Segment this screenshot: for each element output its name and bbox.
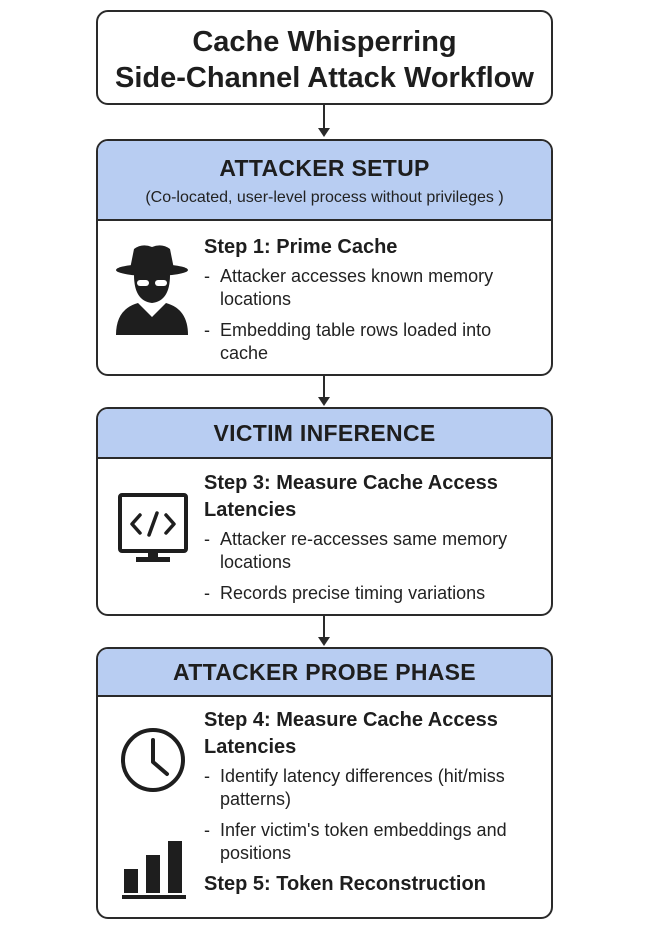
section-header: ATTACKER SETUP (Co-located, user-level p… <box>98 141 551 221</box>
section-victim-inference: VICTIM INFERENCE Step 3: Measure Cache A… <box>96 407 553 616</box>
section-header: ATTACKER PROBE PHASE <box>98 649 551 697</box>
step-3-block: Step 3: Measure Cache Access Latencies A… <box>204 470 541 605</box>
step-3-bullet-1: Attacker re-accesses same memory locatio… <box>204 528 541 574</box>
title-box: Cache Whisperring Side-Channel Attack Wo… <box>96 10 553 105</box>
flow-arrow-3 <box>323 616 325 638</box>
step-1-bullet-2: Embedding table rows loaded into cache <box>204 319 541 365</box>
step-4-block: Step 4: Measure Cache Access Latencies I… <box>204 707 541 898</box>
flow-arrow-2 <box>323 376 325 398</box>
section-title: VICTIM INFERENCE <box>213 420 436 446</box>
flow-arrow-3-head <box>318 637 330 646</box>
section-title: ATTACKER SETUP <box>219 155 430 181</box>
code-monitor-icon <box>118 493 188 562</box>
step-1-block: Step 1: Prime Cache Attacker accesses kn… <box>204 234 541 365</box>
step-3-bullet-2: Records precise timing variations <box>204 582 541 605</box>
flow-arrow-2-head <box>318 397 330 406</box>
step-4-title: Step 4: Measure Cache Access Latencies <box>204 709 498 758</box>
step-5-title: Step 5: Token Reconstruction <box>204 873 486 895</box>
spy-icon <box>116 245 188 335</box>
bar-chart-icon <box>122 841 186 899</box>
section-attacker-setup: ATTACKER SETUP (Co-located, user-level p… <box>96 139 553 376</box>
diagram-title-line-2: Side-Channel Attack Workflow <box>115 62 534 94</box>
clock-icon <box>121 728 185 792</box>
step-4-bullet-2: Infer victim's token embeddings and posi… <box>204 819 541 865</box>
section-header: VICTIM INFERENCE <box>98 409 551 459</box>
step-1-bullet-1: Attacker accesses known memory locations <box>204 265 541 311</box>
step-1-title: Step 1: Prime Cache <box>204 236 398 258</box>
step-4-bullet-1: Identify latency differences (hit/miss p… <box>204 765 541 811</box>
flow-arrow-1 <box>323 105 325 129</box>
diagram-title-line-1: Cache Whisperring <box>192 26 457 58</box>
section-subtitle: (Co-located, user-level process without … <box>145 189 504 206</box>
flow-arrow-1-head <box>318 128 330 137</box>
section-attacker-probe-phase: ATTACKER PROBE PHASE Step 4: Measure Cac… <box>96 647 553 919</box>
step-3-title: Step 3: Measure Cache Access Latencies <box>204 472 498 521</box>
section-title: ATTACKER PROBE PHASE <box>173 659 476 685</box>
